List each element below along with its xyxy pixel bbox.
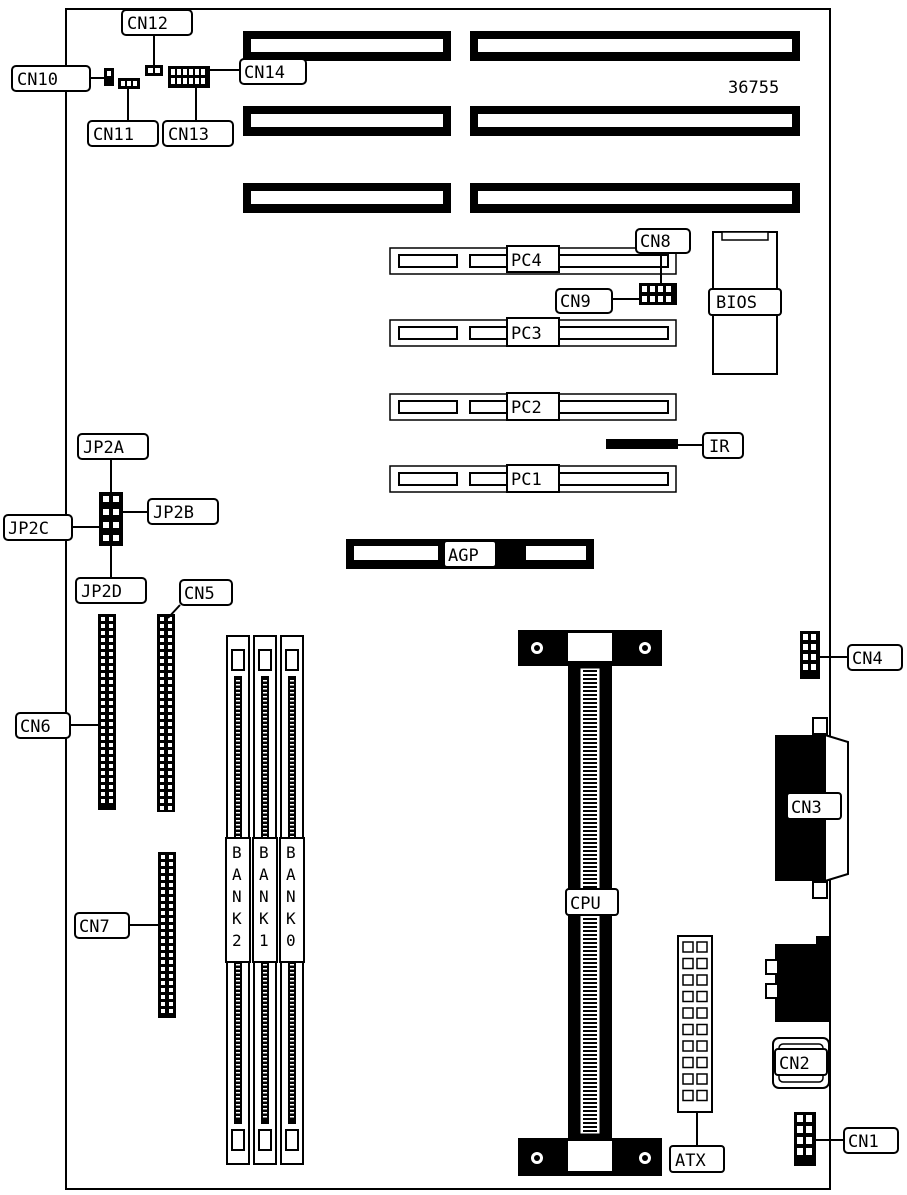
atx-connector — [677, 935, 713, 1146]
atx-label: ATX — [675, 1151, 706, 1171]
jp2d-label: JP2D — [81, 582, 122, 602]
bank-letter: A — [286, 865, 296, 884]
bank-letter: 1 — [259, 931, 269, 950]
ir-label: IR — [709, 437, 730, 457]
cn1-label: CN1 — [848, 1132, 879, 1152]
cn12-label: CN12 — [127, 14, 168, 34]
bank-letter: 0 — [286, 931, 296, 950]
cn14-label: CN14 — [244, 63, 285, 83]
cn5-label: CN5 — [184, 584, 215, 604]
jp2-jumpers — [99, 492, 123, 546]
cn5-header — [157, 614, 175, 812]
agp-label: AGP — [448, 546, 479, 566]
bank-letter: B — [286, 843, 296, 862]
bank-letter: N — [259, 887, 269, 906]
ir-header — [606, 439, 678, 449]
bank-letter: N — [232, 887, 242, 906]
cpu-label: CPU — [570, 894, 601, 914]
cn13-label: CN13 — [168, 125, 209, 145]
pci-slots: PC4 PC3 PC2 PC1 — [389, 245, 677, 493]
cn4-label: CN4 — [852, 649, 883, 669]
cn11-label: CN11 — [93, 125, 134, 145]
cn6-label: CN6 — [20, 717, 51, 737]
bank-letter: B — [232, 843, 242, 862]
bank-letter: K — [259, 909, 269, 928]
pc1-label: PC1 — [511, 470, 542, 490]
bank-letter: A — [232, 865, 242, 884]
cn10-label: CN10 — [17, 70, 58, 90]
cn3-label: CN3 — [791, 798, 822, 818]
cn8-label: CN8 — [640, 232, 671, 252]
cn12-header — [145, 65, 163, 76]
part-number: 36755 — [728, 78, 779, 98]
cn7-header — [158, 852, 176, 1018]
cn7-label: CN7 — [79, 917, 110, 937]
bios-label: BIOS — [716, 293, 757, 313]
pc2-label: PC2 — [511, 398, 542, 418]
top-left-headers — [104, 65, 210, 89]
cn6-header — [98, 614, 116, 810]
cn10-header — [104, 68, 114, 86]
jp2c-label: JP2C — [8, 519, 49, 539]
isa-slots — [243, 31, 800, 213]
cn1-header — [794, 1112, 816, 1166]
pc3-label: PC3 — [511, 324, 542, 344]
ps2-connector — [765, 936, 830, 1022]
bank-letter: A — [259, 865, 269, 884]
bank-letter: N — [286, 887, 296, 906]
cn9-label: CN9 — [560, 292, 591, 312]
bank-letter: K — [286, 909, 296, 928]
cn2-label: CN2 — [779, 1054, 810, 1074]
pc4-label: PC4 — [511, 251, 542, 271]
jp2b-label: JP2B — [153, 503, 194, 523]
bank-letter: K — [232, 909, 242, 928]
jp2a-label: JP2A — [83, 438, 124, 458]
bank-letter: B — [259, 843, 269, 862]
bank-letter: 2 — [232, 931, 242, 950]
cn4-header — [800, 631, 820, 679]
